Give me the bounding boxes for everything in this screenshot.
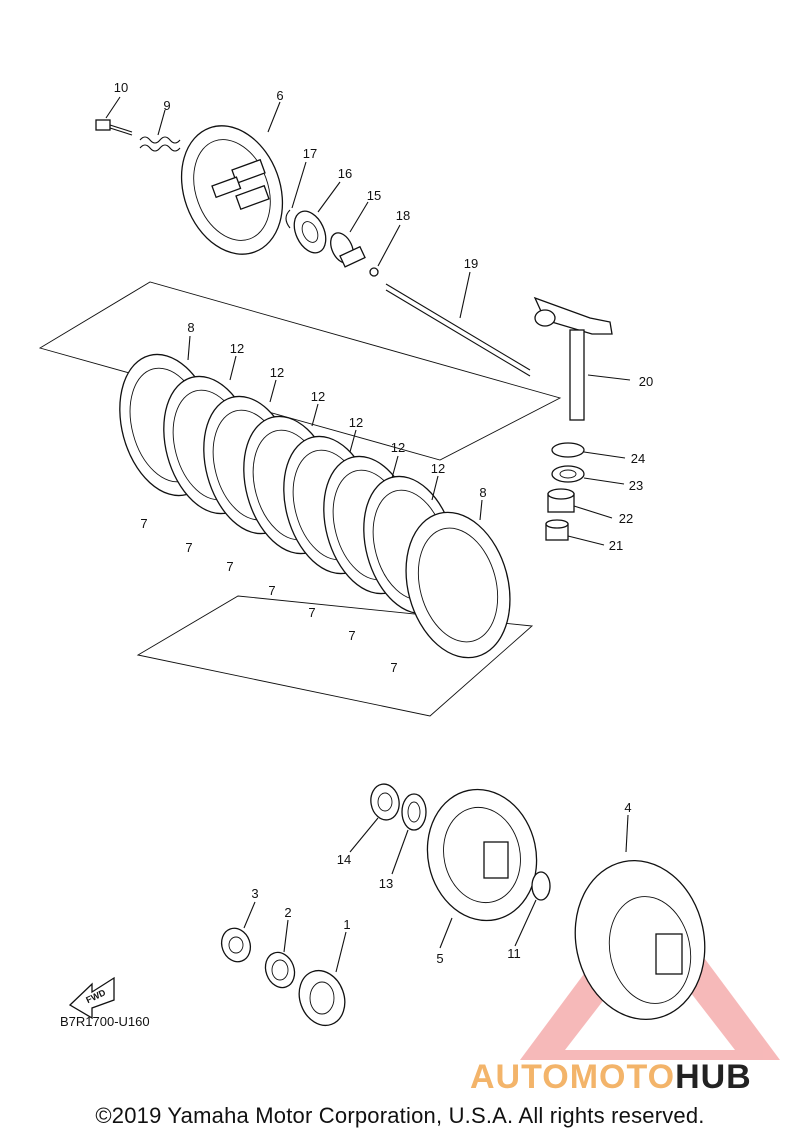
callout-7: 7 bbox=[348, 628, 355, 643]
fwd-arrow-icon bbox=[68, 976, 115, 1020]
bearing-22 bbox=[547, 488, 613, 519]
circlip-24 bbox=[551, 442, 626, 459]
circlip-17 bbox=[285, 161, 307, 229]
callout-7: 7 bbox=[226, 559, 233, 574]
spring-9 bbox=[139, 109, 181, 152]
lower-bracket-box bbox=[136, 595, 534, 717]
callout-12: 12 bbox=[311, 389, 325, 404]
lever-shaft-20 bbox=[533, 296, 631, 421]
push-rod-19 bbox=[385, 271, 531, 377]
callout-8-front: 8 bbox=[479, 485, 486, 500]
bolt-10 bbox=[95, 96, 133, 136]
callout-8-rear: 8 bbox=[187, 320, 194, 335]
callout-11: 11 bbox=[507, 946, 521, 961]
primary-gear-1 bbox=[298, 931, 347, 1027]
callout-3: 3 bbox=[251, 886, 258, 901]
clutch-housing-4 bbox=[574, 814, 706, 1021]
callout-5: 5 bbox=[436, 951, 443, 966]
callout-7: 7 bbox=[308, 605, 315, 620]
callout-12: 12 bbox=[391, 440, 405, 455]
bushing-21 bbox=[545, 519, 605, 546]
callout-12: 12 bbox=[349, 415, 363, 430]
callout-7: 7 bbox=[390, 660, 397, 675]
callout-2: 2 bbox=[284, 905, 291, 920]
callout-6: 6 bbox=[276, 88, 283, 103]
callout-13: 13 bbox=[379, 876, 393, 891]
oil-seal-23 bbox=[551, 465, 625, 485]
upper-bracket-box bbox=[38, 281, 562, 461]
callout-7: 7 bbox=[140, 516, 147, 531]
ball-18 bbox=[369, 224, 401, 277]
nut-14 bbox=[349, 783, 400, 853]
callout-7: 7 bbox=[268, 583, 275, 598]
callout-14: 14 bbox=[337, 852, 351, 867]
watermark-logo: AUTOMOTOHUB bbox=[470, 1058, 752, 1097]
clutch-plate-stack bbox=[119, 353, 511, 659]
thrust-washer-11 bbox=[514, 871, 551, 947]
callout-1: 1 bbox=[343, 917, 350, 932]
callout-18: 18 bbox=[396, 208, 410, 223]
callout-7: 7 bbox=[185, 540, 192, 555]
callout-15: 15 bbox=[367, 188, 381, 203]
callout-22: 22 bbox=[619, 511, 633, 526]
copyright-notice: ©2019 Yamaha Motor Corporation, U.S.A. A… bbox=[95, 1103, 705, 1128]
callout-21: 21 bbox=[609, 538, 623, 553]
callout-12: 12 bbox=[230, 341, 244, 356]
callout-labels: 10 9 6 17 16 15 18 19 20 24 23 22 21 8 8… bbox=[114, 80, 653, 966]
push-rod-15 bbox=[330, 201, 369, 268]
callout-10: 10 bbox=[114, 80, 128, 95]
callout-12: 12 bbox=[431, 461, 445, 476]
callout-12: 12 bbox=[270, 365, 284, 380]
watermark-text-2: HUB bbox=[675, 1058, 752, 1096]
callout-23: 23 bbox=[629, 478, 643, 493]
callout-17: 17 bbox=[303, 146, 317, 161]
callout-4: 4 bbox=[624, 800, 631, 815]
washer-2 bbox=[264, 919, 296, 989]
pressure-plate-6 bbox=[180, 101, 284, 255]
callout-19: 19 bbox=[464, 256, 478, 271]
callout-16: 16 bbox=[338, 166, 352, 181]
nut-3 bbox=[220, 901, 256, 963]
part-code: B7R1700-U160 bbox=[60, 1014, 150, 1029]
callout-9: 9 bbox=[163, 98, 170, 113]
clutch-boss-5 bbox=[426, 788, 538, 949]
callout-24: 24 bbox=[631, 451, 645, 466]
leader-lines-plates bbox=[187, 335, 483, 521]
callout-20: 20 bbox=[639, 374, 653, 389]
watermark-text-1: AUTOMOTO bbox=[470, 1058, 676, 1096]
bearing-16 bbox=[293, 181, 341, 254]
friction-plate-8-front bbox=[405, 511, 511, 659]
lock-washer-13 bbox=[391, 793, 427, 875]
